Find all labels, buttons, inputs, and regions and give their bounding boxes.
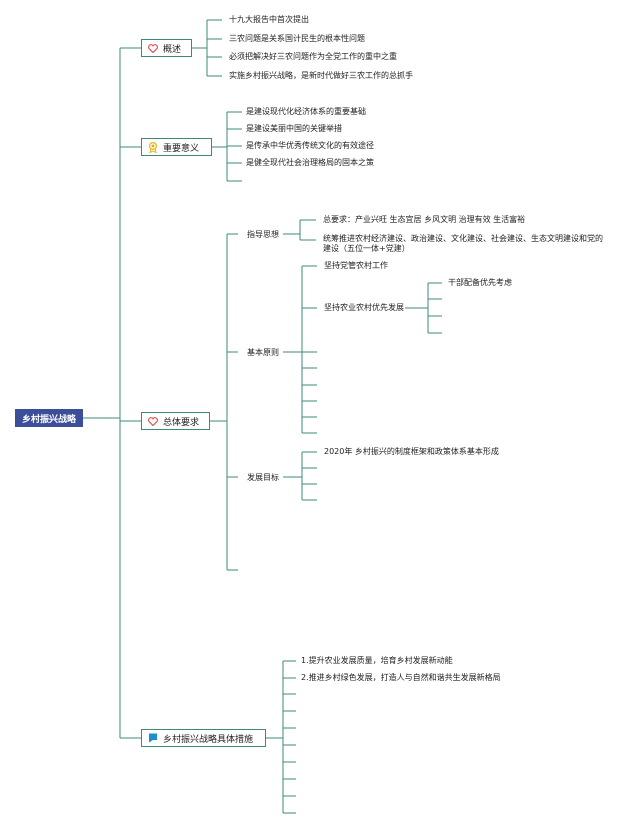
measure-item[interactable]: 1.提升农业发展质量，培育乡村发展新动能 (301, 656, 453, 665)
heart-icon (148, 43, 158, 53)
branch-measures[interactable]: 乡村振兴战略具体措施 (141, 729, 266, 747)
branch-overview[interactable]: 概述 (141, 39, 192, 57)
measure-item[interactable]: 2.推进乡村绿色发展，打造人与自然和谐共生发展新格局 (301, 673, 501, 682)
overview-item[interactable]: 三农问题是关系国计民生的根本性问题 (229, 34, 365, 43)
heart-icon (148, 416, 158, 426)
significance-item[interactable]: 是健全现代社会治理格局的固本之策 (246, 158, 374, 167)
overview-item[interactable]: 必须把解决好三农问题作为全党工作的重中之重 (229, 52, 397, 61)
badge-icon (148, 141, 158, 153)
goal-item[interactable]: 2020年 乡村振兴的制度框架和政策体系基本形成 (324, 447, 499, 456)
significance-item[interactable]: 是建设现代化经济体系的重要基础 (246, 107, 366, 116)
principle-item[interactable]: 坚持农业农村优先发展 (324, 303, 404, 312)
branch-measures-label: 乡村振兴战略具体措施 (163, 734, 254, 745)
branch-requirements[interactable]: 总体要求 (141, 412, 210, 430)
flag-icon (148, 733, 158, 743)
root-node[interactable]: 乡村振兴战略 (15, 409, 83, 427)
branch-requirements-label: 总体要求 (163, 417, 200, 428)
principle-sub-item[interactable]: 干部配备优先考虑 (448, 278, 512, 287)
significance-item[interactable]: 是传承中华优秀传统文化的有效途径 (246, 141, 374, 150)
guiding-item[interactable]: 统筹推进农村经济建设、政治建设、文化建设、社会建设、生态文明建设和党的建设（五位… (323, 234, 603, 253)
guiding-item[interactable]: 总要求：产业兴旺 生态宜居 乡风文明 治理有效 生活富裕 (323, 215, 526, 224)
branch-significance[interactable]: 重要意义 (141, 138, 212, 156)
principle-item[interactable]: 坚持党管农村工作 (324, 261, 388, 270)
guiding-ideology[interactable]: 指导思想 (247, 230, 279, 239)
significance-item[interactable]: 是建设美丽中国的关键举措 (246, 124, 342, 133)
overview-item[interactable]: 十九大报告中首次提出 (229, 15, 309, 24)
branch-overview-label: 概述 (163, 44, 182, 55)
development-goals[interactable]: 发展目标 (247, 473, 279, 482)
branch-significance-label: 重要意义 (163, 143, 200, 154)
overview-item[interactable]: 实施乡村振兴战略，是新时代做好三农工作的总抓手 (229, 71, 413, 80)
basic-principles[interactable]: 基本原则 (247, 348, 279, 357)
